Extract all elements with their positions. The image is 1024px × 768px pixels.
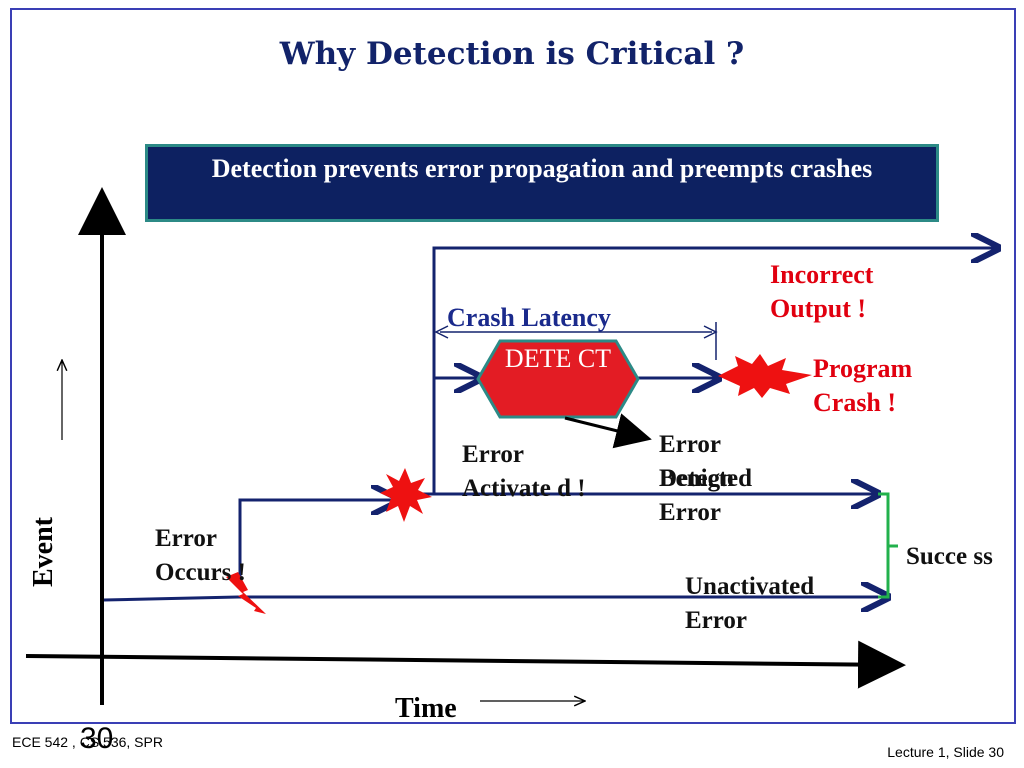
activation-path	[238, 500, 395, 580]
slide-frame	[10, 8, 1016, 724]
success-label: Succe ss	[906, 543, 993, 570]
banner-text: Detection prevents error propagation and…	[211, 154, 873, 183]
crash-latency-right-arrowhead	[703, 325, 718, 339]
crash-latency-label: Crash Latency	[447, 303, 611, 332]
trunk-path	[432, 248, 995, 494]
detect-label: DETE CT	[504, 344, 612, 373]
footer-lecture: Lecture 1, Slide 30	[887, 744, 1004, 760]
error-detected-label: Error Detected	[659, 431, 752, 492]
crash-burst-icon	[718, 354, 812, 398]
error-activated-label: Error Activate d !	[462, 441, 586, 502]
activation-burst-icon	[380, 468, 432, 522]
success-bracket	[878, 492, 898, 599]
footer-course: ECE 542 , CS 536, SPR	[12, 734, 163, 750]
incorrect-output-label: Incorrect Output !	[770, 260, 874, 323]
lightning-icon	[226, 572, 266, 614]
x-axis	[25, 640, 906, 689]
benign-error-label: Benign Error	[659, 465, 735, 526]
program-crash-label: Program Crash !	[813, 354, 913, 417]
banner: Detection prevents error propagation and…	[145, 144, 939, 222]
unactivated-path	[103, 597, 885, 600]
crash-latency-left-arrowhead	[434, 325, 449, 339]
x-axis-label: Time	[395, 693, 457, 724]
error-detected-pointer	[564, 413, 652, 449]
slide-number: 30	[80, 722, 114, 755]
slide-title: Why Detection is Critical ?	[279, 36, 745, 72]
error-occurs-label: Error Occurs !	[155, 525, 246, 586]
y-axis-label: Event	[28, 517, 59, 587]
unactivated-error-label: Unactivated Error	[685, 573, 815, 634]
